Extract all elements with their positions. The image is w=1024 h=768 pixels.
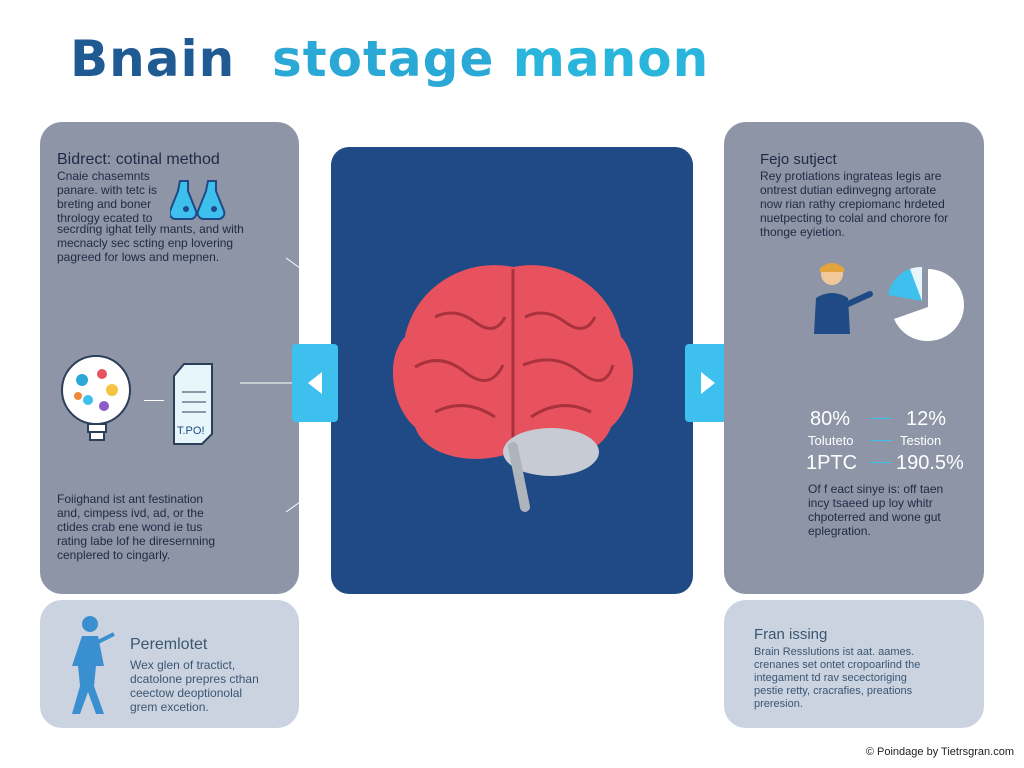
right-top-body: Rey protiations ingrateas legis are ontr…	[760, 169, 949, 239]
right-bottom-panel: Fran issing Brain Resslutions ist aat. a…	[724, 600, 984, 728]
left-top-body-1: Cnaie chasemnts panare. with tetc is bre…	[57, 169, 158, 225]
right-top-heading: Fejo sutject	[760, 151, 837, 168]
right-top-body-2: Of f eact sinye is: off taen incy tsaeed…	[808, 482, 944, 538]
stat-2-arrow	[870, 440, 892, 441]
stat-1-left: 80%	[810, 408, 851, 430]
left-bottom-panel: Peremlotet Wex glen of tractict, dcatolo…	[40, 600, 299, 728]
prev-button[interactable]	[292, 344, 338, 422]
footer-credit: © Poindage by Tietrsgran.com	[865, 746, 1014, 758]
person-icon	[68, 614, 124, 718]
center-panel	[331, 147, 693, 594]
title-word-3: manon	[512, 30, 710, 88]
lightbulb-icon	[58, 354, 136, 446]
title-word-2: stotage	[272, 30, 495, 88]
chevron-left-icon	[308, 372, 322, 394]
left-top-body-3: Foiighand ist ant festination and, cimpe…	[57, 492, 216, 562]
flask-icon	[170, 177, 230, 223]
next-button[interactable]	[685, 344, 731, 422]
stat-3-right: 190.5%	[896, 452, 964, 474]
left-top-body-2: secrding ighat telly mants, and with mec…	[57, 222, 244, 264]
stat-2-right: Testion	[900, 433, 942, 448]
stat-2-left: Toluteto	[808, 433, 854, 448]
left-top-heading: Bidrect: cotinal method	[57, 151, 220, 168]
stat-1-arrow	[870, 418, 892, 419]
right-top-panel: Fejo sutject Rey protiations ingrateas l…	[724, 122, 984, 594]
right-bottom-heading: Fran issing	[754, 626, 828, 643]
left-bottom-heading: Peremlotet	[130, 636, 208, 653]
stat-1-right: 12%	[906, 408, 947, 430]
chevron-right-icon	[701, 372, 715, 394]
presenter-icon	[810, 260, 874, 336]
right-bottom-body: Brain Resslutions ist aat. aames. crenan…	[754, 646, 921, 710]
pie-chart-icon	[884, 267, 966, 341]
stat-3-left: 1PTC	[806, 452, 858, 474]
stat-3-arrow	[870, 462, 892, 463]
left-bottom-body: Wex glen of tractict, dcatolone prepres …	[130, 658, 259, 714]
brain-icon	[385, 247, 641, 517]
left-top-panel: Bidrect: cotinal method Cnaie chasemnts …	[40, 122, 299, 594]
page-title: Bnain stotage manon	[70, 30, 709, 88]
device-icon	[170, 362, 216, 446]
connector-arrow	[144, 400, 164, 401]
device-label: T.PO!	[177, 425, 205, 437]
title-word-1: Bnain	[70, 30, 236, 88]
